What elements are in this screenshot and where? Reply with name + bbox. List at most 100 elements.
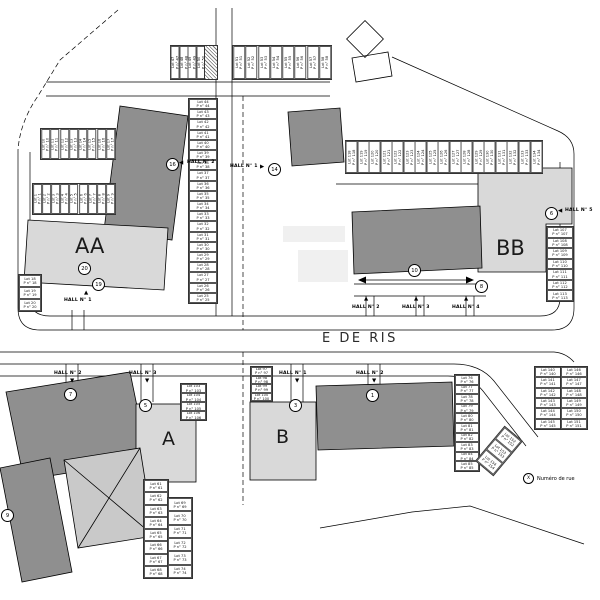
lot-parcel: Lot 83 P n° 83 xyxy=(455,442,479,452)
lot-parcel: Lot 149 P n° 149 xyxy=(561,397,587,409)
lot-parcel: Lot 2 P n° 2 xyxy=(42,184,52,214)
lot-parcel: Lot 1 P n° 1 xyxy=(33,184,43,214)
boundary-bottom-right xyxy=(319,505,585,545)
entrance-arrow-left-icon: ◀ xyxy=(558,208,563,214)
lot-parcel: Lot 51 P n° 51 xyxy=(233,46,246,79)
lot-parcel: Lot 126 P n° 126 xyxy=(438,141,450,173)
lot-parcel: Lot 25 P n° 25 xyxy=(189,292,217,304)
lot-parcel: Lot 18 P n° 18 xyxy=(19,275,41,287)
entrance-arrow-up-icon: ▲ xyxy=(414,296,419,302)
lot-parcel: Lot 33 P n° 33 xyxy=(189,211,217,222)
entrance-arrow-up-icon: ▲ xyxy=(84,290,89,296)
building-label-bb: BB xyxy=(496,236,525,260)
hall-label-a-3: HALL N° 3 xyxy=(129,371,157,376)
lot-parcel: Lot 52 P n° 52 xyxy=(245,46,258,79)
garage-x-roof-lines xyxy=(63,447,155,549)
lot-parcel: Lot 71 P n° 71 xyxy=(168,524,192,538)
street-number-16: 16 xyxy=(166,158,179,171)
lot-parcel: Lot 44 P n° 44 xyxy=(189,99,217,110)
building-aa-body xyxy=(23,219,169,291)
lot-parcel: Lot 148 P n° 148 xyxy=(561,387,587,398)
lot-parcel: Lot 70 P n° 70 xyxy=(168,511,192,525)
structure-diamond xyxy=(346,20,384,58)
building-bb-body xyxy=(477,167,573,273)
lot-parcel: Lot 61 P n° 61 xyxy=(144,480,168,493)
watermark xyxy=(283,226,348,282)
lot-parcel: Lot 107 P n° 107 xyxy=(547,227,573,238)
lot-parcel: Lot 9 P n° 9 xyxy=(105,184,115,214)
lot-parcel: Lot 122 P n° 122 xyxy=(392,141,404,173)
lot-parcel: Lot 8 P n° 8 xyxy=(96,184,106,214)
lot-parcel: Lot 3 P n° 3 xyxy=(51,184,61,214)
lot-parcel: Lot 20 P n° 20 xyxy=(19,299,41,311)
lot-parcel: Lot 48 P n° 48 xyxy=(179,46,188,79)
entrance-arrow-left-icon: ◀ xyxy=(179,160,184,166)
street-number-9: 9 xyxy=(1,509,14,522)
lot-parcel: Lot 39 P n° 39 xyxy=(189,150,217,161)
lot-parcel: Lot 37 P n° 37 xyxy=(189,170,217,181)
lot-parcel: Lot 53 P n° 53 xyxy=(257,46,270,79)
lot-parcel: Lot 64 P n° 64 xyxy=(144,516,168,529)
street-south-edge xyxy=(0,351,575,363)
entrance-arrow-right-icon: ▶ xyxy=(260,164,265,170)
lot-parcel: Lot 12 P n° 12 xyxy=(59,129,69,159)
lot-parcel: Lot 77 P n° 77 xyxy=(455,384,479,395)
street-number-20: 20 xyxy=(78,262,91,275)
lot-parcel: Lot 140 P n° 140 xyxy=(535,367,561,378)
lot-parcel: Lot 147 P n° 147 xyxy=(561,377,587,388)
lot-parcel: Lot 143 P n° 143 xyxy=(535,397,561,409)
lot-parcel: Lot 146 P n° 146 xyxy=(561,367,587,378)
structures xyxy=(0,20,573,583)
lot-parcel: Lot 69 P n° 69 xyxy=(168,498,192,512)
lot-parcel: Lot 10 P n° 10 xyxy=(41,129,51,159)
building-sw-roof xyxy=(0,457,73,583)
lot-parcel: Lot 47 P n° 47 xyxy=(171,46,180,79)
entrance-arrow-down-icon: ▼ xyxy=(295,378,300,384)
lot-parcel: Lot 19 P n° 19 xyxy=(19,287,41,299)
lot-parcel: Lot 73 P n° 73 xyxy=(168,551,192,565)
lot-parcel: Lot 43 P n° 43 xyxy=(189,109,217,120)
building-b-body xyxy=(249,401,317,481)
street-number-1: 1 xyxy=(366,389,379,402)
lot-parcel: Lot 123 P n° 123 xyxy=(403,141,416,173)
lot-parcel: Lot 142 P n° 142 xyxy=(535,387,561,398)
lot-parcel: Lot 82 P n° 82 xyxy=(455,432,479,443)
lot-parcel: Lot 11 P n° 11 xyxy=(50,129,60,159)
lot-parcel: Lot 124 P n° 124 xyxy=(415,141,427,173)
legend: X Numéro de rue xyxy=(523,473,575,484)
lot-parcel: Lot 133 P n° 133 xyxy=(518,141,531,173)
walkway-bb xyxy=(354,283,486,316)
lot-parcel: Lot 99 P n° 99 xyxy=(251,384,272,393)
building-label-b: B xyxy=(276,426,290,448)
lot-parcel: Lot 144 P n° 144 xyxy=(535,408,561,419)
lot-parcel: Lot 125 P n° 125 xyxy=(426,141,439,173)
lot-parcel: Lot 49 P n° 49 xyxy=(188,46,197,79)
lot-parcel: Lot 65 P n° 65 xyxy=(144,529,168,542)
lot-parcel: Lot 81 P n° 81 xyxy=(455,422,479,433)
lot-parcel: Lot 30 P n° 30 xyxy=(189,241,217,253)
hall-connectors-bottom xyxy=(65,364,381,402)
lot-parcel: Lot 29 P n° 29 xyxy=(189,252,217,263)
hall-label-aa-1: HALL N° 1 xyxy=(64,298,92,303)
lot-parcel: Lot 120 P n° 120 xyxy=(369,141,381,173)
lot-parcel: Lot 78 P n° 78 xyxy=(455,394,479,404)
lot-parcel: Lot 80 P n° 80 xyxy=(455,413,479,423)
lot-parcel: Lot 134 P n° 134 xyxy=(530,141,543,173)
dimension-arrowheads xyxy=(358,276,474,284)
entrance-arrow-up-icon: ▲ xyxy=(364,296,369,302)
lot-parcel: Lot 100 P n° 100 xyxy=(251,392,272,401)
lot-parcel: Lot 121 P n° 121 xyxy=(380,141,393,173)
hall-label-b-1: HALL N° 1 xyxy=(279,371,307,376)
lot-parcel: Lot 145 P n° 145 xyxy=(535,418,561,429)
lot-parcel: Lot 36 P n° 36 xyxy=(189,180,217,191)
